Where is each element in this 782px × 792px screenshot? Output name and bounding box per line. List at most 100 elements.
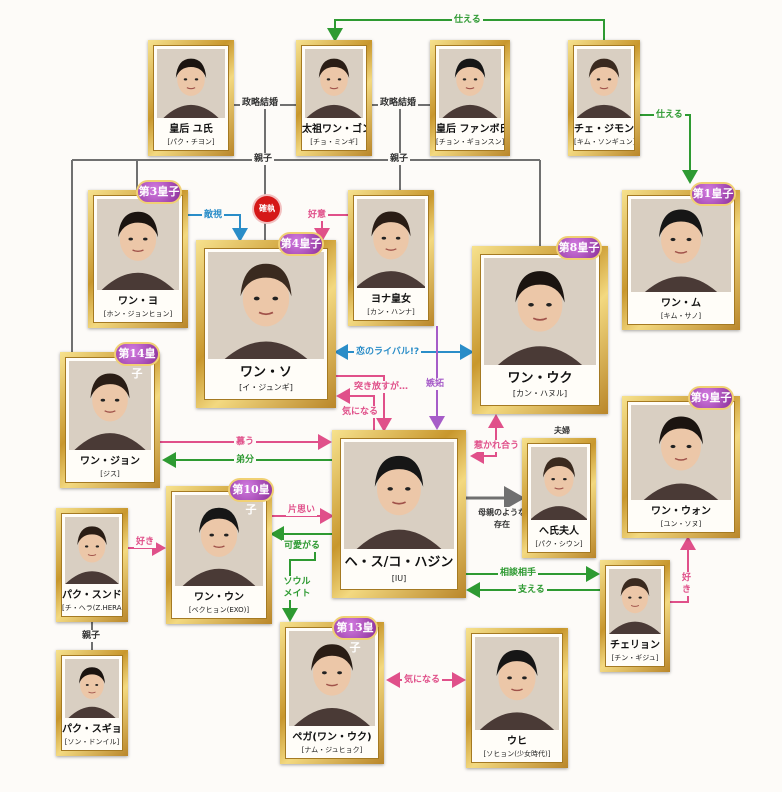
character-card-wangyo: ワン・ヨ[ホン・ジョンヒョン] — [88, 190, 188, 328]
character-name: 太祖ワン・ゴン — [302, 124, 367, 135]
portrait-figure-icon — [175, 495, 263, 586]
character-card-hesu: ヘ・ス/コ・ハジン[IU] — [332, 430, 466, 598]
card-inner: ワン・ジョン [ジス] — [65, 357, 155, 483]
label-advisor: 相談相手 — [498, 567, 539, 579]
card-inner: ヘ・ス/コ・ハジン[IU] — [340, 438, 458, 590]
character-name: ワン・ジョン — [80, 456, 140, 467]
portrait-figure-icon — [305, 49, 363, 118]
label-like-right: 好き — [680, 572, 696, 596]
character-card-wangmu: ワン・ム [キム・サノ] — [622, 190, 740, 330]
character-card-wangso: ワン・ソ[イ・ジュンギ] — [196, 240, 336, 408]
prince-rank-badge: 第1皇子 — [690, 182, 736, 206]
prince-rank-badge: 第13皇子 — [332, 616, 378, 654]
card-inner: ワン・ウン[ベクヒョン(EXO)] — [171, 491, 267, 619]
label-unrequited: 片思い — [286, 504, 318, 516]
character-name: へ氏夫人 — [539, 526, 579, 537]
card-inner: パク・スンドク[チ・ヘラ(Z.HERA)] — [61, 513, 123, 617]
character-card-yeona: ヨナ皇女[カン・ハンナ] — [348, 190, 434, 326]
character-name: ヘ・ス/コ・ハジン — [344, 555, 454, 570]
character-card-hae: へ氏夫人[パク・シウン] — [522, 438, 596, 558]
character-name: チェ・ジモン — [574, 124, 634, 135]
portrait-yu — [157, 49, 225, 118]
label-hostile: 敵視 — [202, 209, 225, 221]
character-name: ワン・ウク — [507, 371, 573, 386]
character-card-park: パク・スンドク[チ・ヘラ(Z.HERA)] — [56, 508, 128, 622]
card-inner: へ氏夫人[パク・シウン] — [527, 443, 591, 553]
portrait-wangwon — [631, 405, 731, 500]
character-name: ヨナ皇女 — [371, 294, 411, 305]
character-card-wangeun: ワン・ウン[ベクヒョン(EXO)] — [166, 486, 272, 624]
label-support: 支える — [516, 584, 547, 596]
actor-name: [ホン・ジョンヒョン] — [103, 310, 173, 318]
card-inner: 皇后 ユ氏[パク・チヨン] — [153, 45, 229, 151]
label-jealousy: 嫉妬 — [424, 378, 447, 390]
label-parent-right: 親子 — [388, 153, 411, 165]
character-card-wangjung: ワン・ジョン [ジス] — [60, 352, 160, 488]
label-pushaway: 突き放すが… — [352, 381, 411, 393]
portrait-taejo — [305, 49, 363, 118]
actor-name: [ナム・ジュヒョク] — [301, 746, 363, 754]
portrait-figure-icon — [65, 517, 119, 584]
portrait-figure-icon — [357, 199, 425, 288]
label-attracted: 惹かれ合う — [472, 440, 522, 452]
card-inner: チェ・ジモン[キム・ソンギュン] — [573, 45, 635, 151]
portrait-figure-icon — [344, 442, 454, 549]
actor-name: [ジス] — [100, 470, 120, 478]
portrait-figure-icon — [577, 49, 631, 118]
character-name: ワン・ソ — [239, 365, 292, 380]
portrait-hesu — [344, 442, 454, 549]
card-inner: 皇后 ファンボ氏[チョン・ギョンスン] — [435, 45, 505, 151]
character-card-chaeryung: チェリョン[チン・ギジュ] — [600, 560, 670, 672]
portrait-baekah — [289, 631, 375, 726]
portrait-yeona — [357, 199, 425, 288]
portrait-parksg — [65, 659, 119, 718]
card-inner: ワン・ム [キム・サノ] — [627, 195, 735, 325]
actor-name: [チン・ギジュ] — [611, 654, 659, 662]
label-admire: 慕う — [234, 436, 257, 448]
portrait-choi — [577, 49, 631, 118]
actor-name: [ソヒョン(少女時代)] — [483, 750, 551, 758]
portrait-wangyo — [97, 199, 179, 290]
actor-name: [パク・チヨン] — [167, 138, 215, 146]
portrait-wanguk — [484, 258, 596, 365]
portrait-wangeun — [175, 495, 263, 586]
portrait-hae — [531, 447, 587, 520]
character-card-choi: チェ・ジモン[キム・ソンギュン] — [568, 40, 640, 156]
card-inner: パク・スギョン[ソン・ドンイル] — [61, 655, 123, 751]
label-little-brother: 弟分 — [234, 454, 257, 466]
character-card-wangwon: ワン・ウォン[ユン・ソヌ] — [622, 396, 740, 538]
character-card-yu: 皇后 ユ氏[パク・チヨン] — [148, 40, 234, 156]
portrait-figure-icon — [631, 199, 731, 292]
label-parent-left: 親子 — [252, 153, 275, 165]
portrait-park — [65, 517, 119, 584]
portrait-figure-icon — [69, 361, 151, 450]
character-name: ペガ(ワン・ウク) — [292, 732, 372, 743]
card-inner: ワン・ウク[カン・ハヌル] — [480, 254, 600, 406]
card-inner: ワン・ウォン[ユン・ソヌ] — [627, 401, 735, 533]
character-card-taejo: 太祖ワン・ゴン [チョ・ミンギ] — [296, 40, 372, 156]
portrait-figure-icon — [631, 405, 731, 500]
prince-rank-badge: 第9皇子 — [688, 386, 734, 410]
card-inner: チェリョン[チン・ギジュ] — [605, 565, 665, 667]
prince-rank-badge: 第3皇子 — [136, 180, 182, 204]
card-inner: 太祖ワン・ゴン [チョ・ミンギ] — [301, 45, 367, 151]
character-name: パク・スギョン — [62, 724, 122, 735]
card-inner: ヨナ皇女[カン・ハンナ] — [353, 195, 429, 321]
actor-name: [キム・サノ] — [660, 312, 702, 320]
label-soulmate: ソウルメイト — [280, 576, 314, 600]
actor-name: [チョ・ミンギ] — [310, 138, 358, 146]
portrait-figure-icon — [531, 447, 587, 520]
character-card-woohee: ウヒ[ソヒョン(少女時代)] — [466, 628, 568, 768]
label-marriage-right: 政略結婚 — [378, 97, 419, 109]
portrait-figure-icon — [484, 258, 596, 365]
label-parent-park: 親子 — [80, 630, 103, 642]
portrait-woohee — [475, 637, 559, 730]
prince-rank-badge: 第14皇子 — [114, 342, 160, 380]
character-card-baekah: ペガ(ワン・ウク) [ナム・ジュヒョク] — [280, 622, 384, 764]
portrait-figure-icon — [97, 199, 179, 290]
portrait-figure-icon — [475, 637, 559, 730]
character-name: ワン・ム — [661, 298, 701, 309]
actor-name: [ユン・ソヌ] — [660, 520, 702, 528]
portrait-figure-icon — [65, 659, 119, 718]
